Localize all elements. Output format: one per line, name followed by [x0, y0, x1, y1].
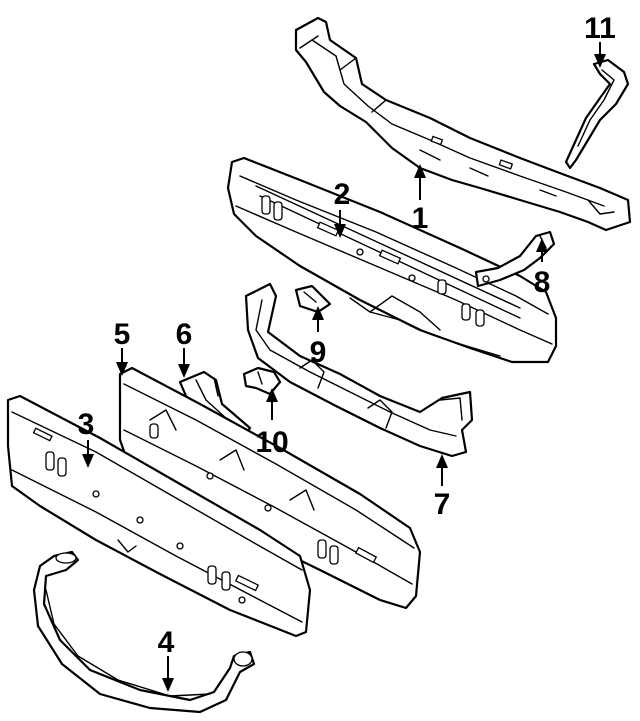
arrow-7: [436, 454, 448, 468]
callout-6: 6: [176, 318, 193, 351]
callout-9: 9: [310, 336, 327, 369]
arrow-8: [536, 238, 548, 252]
callout-4: 4: [158, 626, 175, 659]
callout-leaders: [82, 42, 606, 692]
arrow-4: [162, 678, 174, 692]
arrow-6: [178, 364, 190, 378]
part-7-lower-absorber: [244, 282, 474, 458]
arrow-11: [594, 54, 606, 68]
callout-8: 8: [534, 266, 551, 299]
arrow-5: [116, 362, 128, 376]
callout-1: 1: [412, 202, 429, 235]
arrow-10: [266, 388, 278, 402]
callout-labels: 1 2 3 4 5 6 7 8 9 10 11: [78, 12, 616, 659]
arrow-3: [82, 454, 94, 468]
part-1-upper-tie-bar: [294, 16, 632, 232]
callout-5: 5: [114, 318, 131, 351]
arrow-2: [334, 224, 346, 238]
part-4-support-rod: [32, 550, 256, 714]
part-11-brace: [564, 58, 630, 170]
callout-11: 11: [584, 12, 616, 45]
part-10-fastener: [242, 366, 282, 396]
callout-2: 2: [334, 178, 351, 211]
arrow-1: [414, 164, 426, 178]
part-2-reinforcement: [226, 156, 558, 364]
callout-3: 3: [78, 408, 95, 441]
callout-7: 7: [434, 488, 451, 521]
callout-10: 10: [255, 426, 288, 459]
arrow-9: [312, 306, 324, 320]
part-9-clip: [294, 284, 332, 314]
